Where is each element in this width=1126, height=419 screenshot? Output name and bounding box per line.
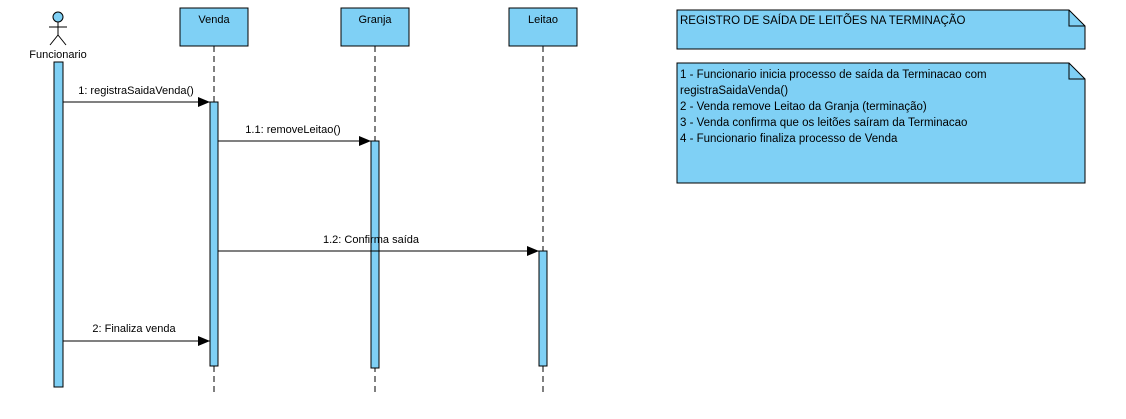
note-step-line: 3 - Venda confirma que os leitões saíram… — [680, 117, 968, 129]
message-registra-saida-venda[interactable]: 1: registraSaidaVenda() — [63, 85, 210, 107]
message-finaliza-venda[interactable]: 2: Finaliza venda — [63, 323, 210, 346]
message-remove-leitao[interactable]: 1.1: removeLeitao() — [218, 124, 371, 146]
note-title-text: REGISTRO DE SAÍDA DE LEITÕES NA TERMINAÇ… — [680, 15, 966, 27]
message-label: 1.2: Confirma saída — [323, 234, 420, 246]
note-steps[interactable] — [676, 62, 1086, 184]
lifeline-venda-head[interactable]: Venda — [179, 7, 249, 47]
activation-venda[interactable] — [209, 101, 219, 367]
message-label: 1: registraSaidaVenda() — [78, 85, 194, 97]
note-steps-text: 1 - Funcionario inicia processo de saída… — [680, 67, 987, 147]
message-label: 1.1: removeLeitao() — [245, 124, 340, 136]
note-step-line: 4 - Funcionario finaliza processo de Ven… — [680, 133, 898, 145]
note-step-line: registraSaidaVenda() — [680, 85, 789, 97]
lifeline-granja-head[interactable]: Granja — [340, 7, 410, 47]
lifeline-leitao-head[interactable]: Leitao — [508, 7, 578, 47]
activation-leitao[interactable] — [538, 250, 548, 367]
lifeline-venda-label: Venda — [198, 14, 230, 26]
message-label: 2: Finaliza venda — [92, 323, 176, 335]
lifeline-leitao-label: Leitao — [528, 14, 558, 26]
lifeline-granja-label: Granja — [358, 14, 392, 26]
actor-label: Funcionario — [29, 49, 86, 61]
activation-granja[interactable] — [370, 140, 380, 369]
note-step-line: 2 - Venda remove Leitao da Granja (termi… — [680, 101, 927, 113]
message-confirma-saida[interactable]: 1.2: Confirma saída — [218, 234, 539, 256]
note-step-line: 1 - Funcionario inicia processo de saída… — [680, 69, 987, 81]
note-title[interactable] — [676, 9, 1086, 50]
activation-funcionario[interactable] — [53, 61, 64, 388]
actor-funcionario[interactable]: Funcionario — [29, 11, 87, 61]
